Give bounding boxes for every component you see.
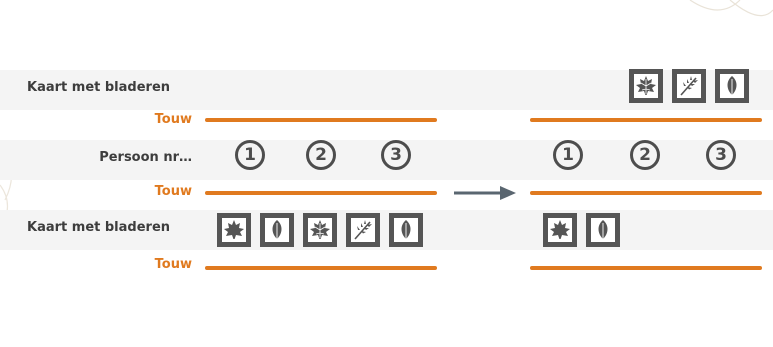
maple-leaf-icon: [550, 220, 570, 239]
maple-leaf-icon: [310, 220, 330, 239]
fern-branch-icon: [680, 76, 698, 96]
card-left-bottom-5: [389, 213, 423, 247]
rope-left-2: [205, 191, 437, 195]
card-right-top-3: [715, 69, 749, 103]
rope-right-3: [530, 266, 762, 270]
arrow-right-icon: [454, 186, 516, 200]
maple-leaf-icon: [224, 220, 244, 239]
label-card-top: Kaart met bladeren: [27, 80, 171, 95]
card-left-bottom-1: [217, 213, 251, 247]
oval-leaf-icon: [727, 76, 737, 95]
person-number-left-2: 2: [306, 140, 336, 170]
person-number-left-1: 1: [235, 140, 265, 170]
label-person: Persoon nr…: [99, 150, 192, 165]
label-card-bottom: Kaart met bladeren: [27, 220, 171, 235]
oval-leaf-icon: [401, 220, 411, 239]
rope-left-1: [205, 118, 437, 122]
rope-left-3: [205, 266, 437, 270]
card-left-bottom-3: [303, 213, 337, 247]
person-number-right-2: 2: [630, 140, 660, 170]
person-number-left-3: 3: [381, 140, 411, 170]
card-right-top-1: [629, 69, 663, 103]
person-number-right-3: 3: [706, 140, 736, 170]
maple-leaf-icon: [636, 76, 656, 95]
oval-leaf-icon: [598, 220, 608, 239]
band-bottom: [0, 210, 773, 250]
rope-right-2: [530, 191, 762, 195]
rope-right-1: [530, 118, 762, 122]
card-right-top-2: [672, 69, 706, 103]
card-left-bottom-2: [260, 213, 294, 247]
label-rope-1: Touw: [154, 112, 192, 127]
card-right-bottom-1: [543, 213, 577, 247]
oval-leaf-icon: [272, 220, 282, 239]
card-right-bottom-2: [586, 213, 620, 247]
card-left-bottom-4: [346, 213, 380, 247]
fern-branch-icon: [354, 220, 372, 240]
person-number-right-1: 1: [553, 140, 583, 170]
label-rope-2: Touw: [154, 184, 192, 199]
label-rope-3: Touw: [154, 257, 192, 272]
